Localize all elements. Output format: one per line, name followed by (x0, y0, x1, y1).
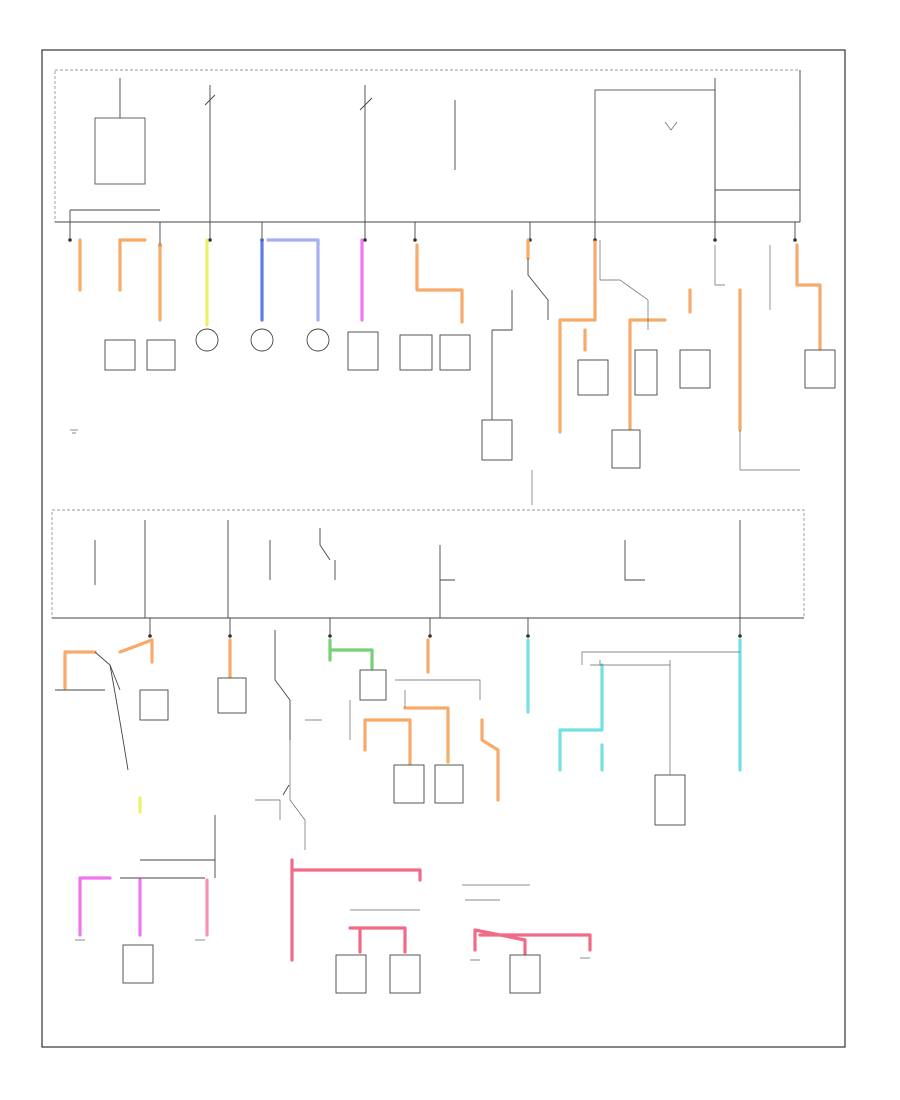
ground-symbol-icon (70, 429, 78, 434)
bottom-section (75, 815, 592, 994)
top-fuse-block (54, 69, 801, 223)
top-components (70, 240, 836, 505)
middle-bus-taps (148, 618, 742, 638)
top-colored-wires (78, 238, 822, 434)
top-bus-taps (68, 209, 797, 247)
switch-icon (282, 784, 290, 796)
diagram-frame (41, 49, 846, 1048)
middle-colored-wires (63, 638, 742, 814)
middle-components (55, 630, 740, 850)
middle-fuse-block (51, 509, 805, 619)
